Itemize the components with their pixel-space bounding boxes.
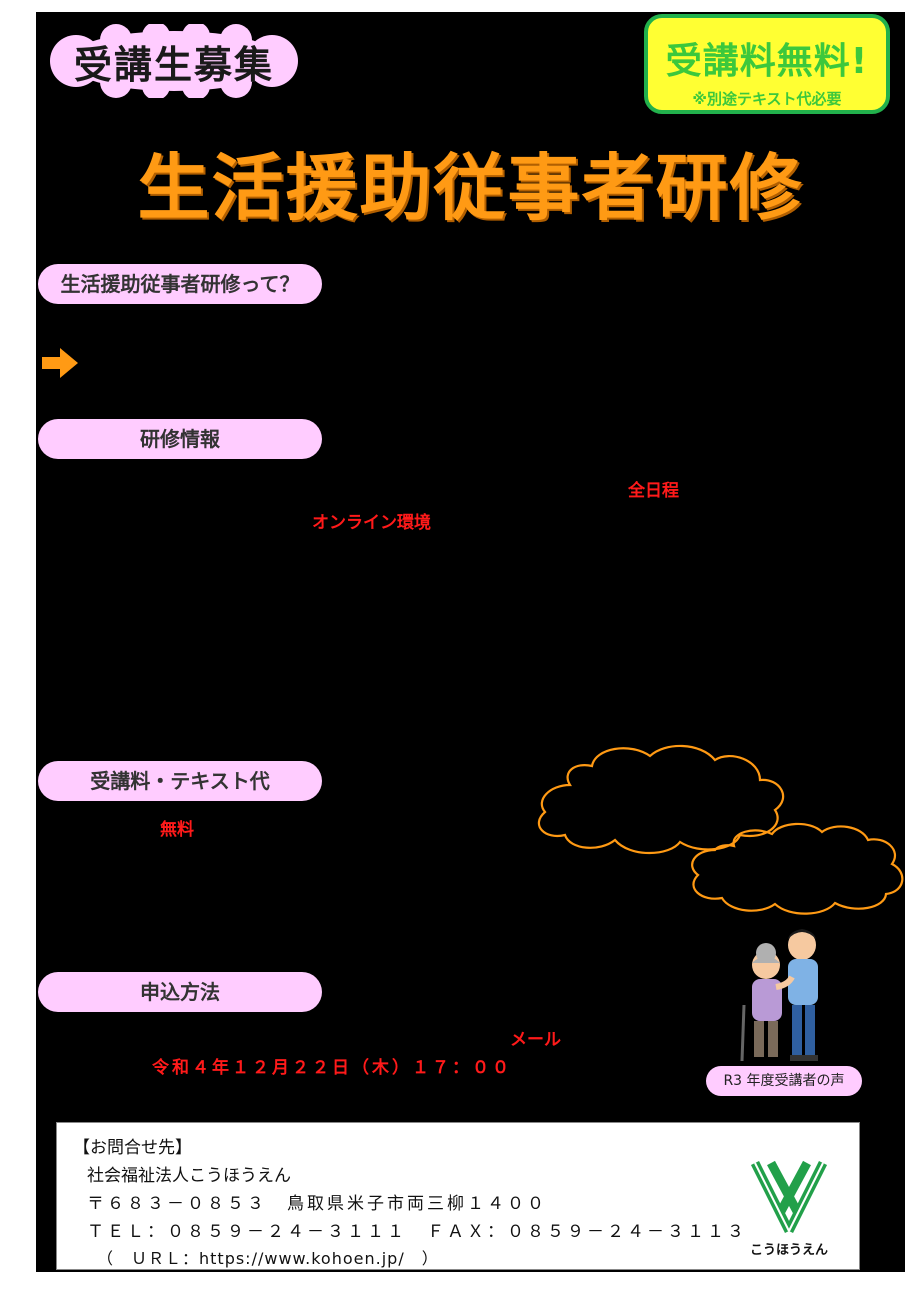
recruit-badge-text: 受講生募集 xyxy=(73,42,274,87)
highlight-mail: メール xyxy=(510,1030,561,1050)
arrow-right-icon xyxy=(40,346,80,384)
contact-heading: 【お問合せ先】 xyxy=(73,1138,192,1158)
section-heading-apply: 申込方法 xyxy=(38,972,322,1012)
kohoen-logo-icon xyxy=(750,1160,828,1234)
section-heading-info: 研修情報 xyxy=(38,419,322,459)
recruit-badge: 受講生募集 xyxy=(46,22,302,100)
textbook-note: ※別途テキスト代必要 xyxy=(692,90,842,108)
kohoen-logo-text: こうほうえん xyxy=(749,1243,828,1258)
kohoen-logo: こうほうえん xyxy=(741,1157,837,1258)
flyer-background xyxy=(36,12,905,1272)
contact-phone-fax: ＴＥＬ：０８５９－２４－３１１１ ＦＡＸ：０８５９－２４－３１１３ xyxy=(87,1222,747,1242)
contact-box: 【お問合せ先】 社会福祉法人こうほうえん 〒６８３－０８５３ 鳥取県米子市両三柳… xyxy=(56,1122,860,1270)
contact-url[interactable]: （ ＵＲＬ：https://www.kohoen.jp/ ） xyxy=(97,1249,439,1268)
cloud-shape xyxy=(50,22,298,100)
speech-cloud-right xyxy=(691,822,904,915)
section-heading-what: 生活援助従事者研修って？ xyxy=(38,264,322,304)
highlight-free: 無料 xyxy=(160,820,194,840)
free-tuition-text: 受講料無料! xyxy=(665,41,869,82)
speech-cloud-left xyxy=(537,744,785,854)
page-title: 生活援助従事者研修 xyxy=(137,146,804,230)
application-deadline: 令和４年１２月２２日（木）１７：００ xyxy=(152,1058,512,1078)
highlight-all-days: 全日程 xyxy=(628,481,679,501)
highlight-online: オンライン環境 xyxy=(312,513,431,533)
contact-organization: 社会福祉法人こうほうえん xyxy=(87,1166,291,1186)
contact-address: 〒６８３－０８５３ 鳥取県米子市両三柳１４００ xyxy=(87,1194,547,1214)
voices-label: R3 年度受講者の声 xyxy=(706,1066,862,1096)
section-heading-fee: 受講料・テキスト代 xyxy=(38,761,322,801)
caregiver-illustration xyxy=(732,925,832,1069)
free-tuition-badge: 受講料無料! ※別途テキスト代必要 xyxy=(644,14,890,114)
speech-clouds xyxy=(530,740,910,934)
